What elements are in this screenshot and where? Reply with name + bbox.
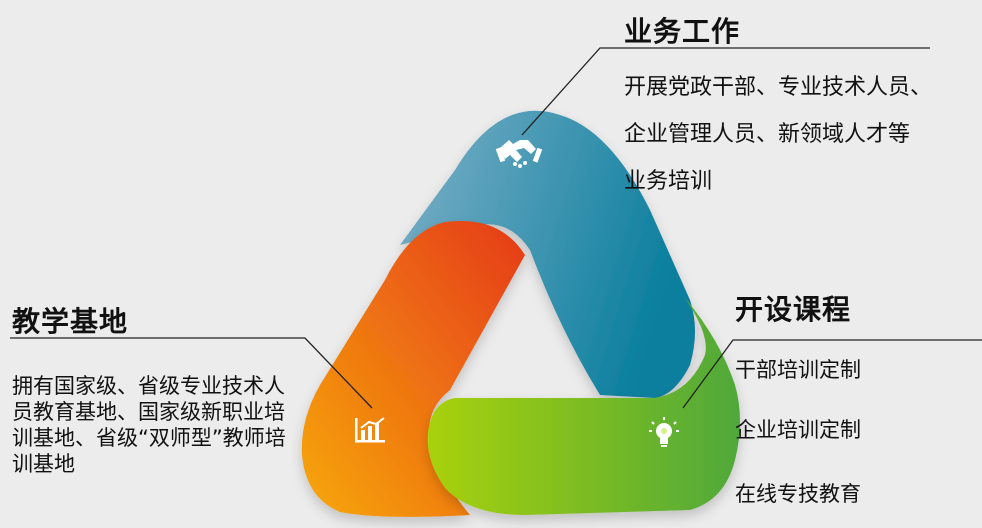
right-item-3: 在线专技教育 bbox=[735, 482, 861, 506]
lightbulb-icon bbox=[649, 417, 679, 447]
right-item-2: 企业培训定制 bbox=[735, 418, 861, 442]
top-connector-line bbox=[521, 47, 930, 136]
top-line-1: 开展党政干部、专业技术人员、 bbox=[624, 75, 933, 100]
top-line-2: 企业管理人员、新领域人才等 bbox=[624, 122, 911, 147]
orange-band bbox=[301, 220, 525, 517]
handshake-icon bbox=[495, 140, 543, 168]
right-item-1: 干部培训定制 bbox=[735, 358, 861, 382]
left-connector-line bbox=[10, 337, 373, 409]
right-connector-line bbox=[682, 339, 982, 409]
green-band bbox=[427, 298, 740, 515]
left-title: 教学基地 bbox=[12, 305, 129, 338]
left-description: 拥有国家级、省级专业技术人员教育基地、国家级新职业培训基地、省级“双师型”教师培… bbox=[12, 374, 286, 476]
bar-chart-icon bbox=[355, 417, 385, 443]
top-description: 开展党政干部、专业技术人员、 企业管理人员、新领域人才等 业务培训 bbox=[624, 64, 932, 205]
top-line-3: 业务培训 bbox=[624, 169, 713, 194]
top-title: 业务工作 bbox=[624, 15, 741, 48]
right-title: 开设课程 bbox=[735, 293, 852, 326]
blue-band bbox=[400, 110, 695, 398]
